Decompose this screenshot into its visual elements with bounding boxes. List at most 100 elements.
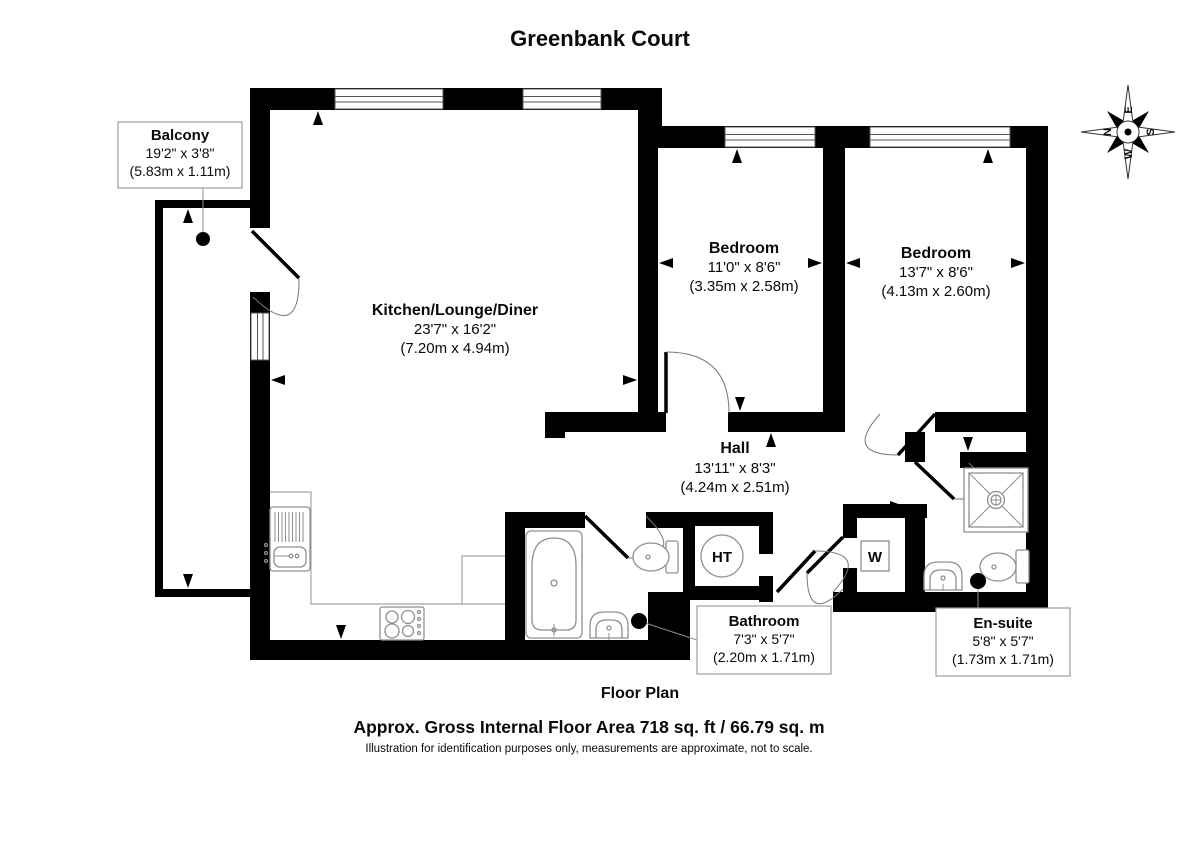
measure-arrow [271,375,285,385]
svg-text:7'3" x 5'7": 7'3" x 5'7" [733,631,794,647]
bedroom2-door [864,412,937,457]
wall-segment [683,586,773,600]
wall-segment [843,504,857,538]
svg-text:5'8" x 5'7": 5'8" x 5'7" [972,633,1033,649]
svg-text:(5.83m x 1.11m): (5.83m x 1.11m) [130,163,231,179]
room-label-bedroom2: Bedroom 13'7" x 8'6" (4.13m x 2.60m) [881,245,990,300]
svg-text:(4.13m x 2.60m): (4.13m x 2.60m) [881,283,990,300]
wall-segment [728,412,845,432]
room-label-hall: Hall 13'11" x 8'3" (4.24m x 2.51m) [680,440,789,496]
toilet [632,540,679,574]
wall-segment [960,452,1026,468]
wall-segment [683,512,773,526]
leader-dot [970,573,986,589]
balcony-door [250,229,301,316]
svg-text:13'7" x 8'6": 13'7" x 8'6" [899,264,973,281]
leader-dot [631,613,647,629]
compass-east-label: E [1123,106,1135,113]
window [250,312,270,361]
room-label-balcony: Balcony 19'2" x 3'8" (5.83m x 1.11m) [117,121,243,246]
measure-arrow [846,258,860,268]
wardrobe-label: W [868,549,883,566]
wall-segment [545,412,666,432]
svg-text:(2.20m x 1.71m): (2.20m x 1.71m) [713,649,815,665]
measure-arrow [623,375,637,385]
area-text: Approx. Gross Internal Floor Area 718 sq… [353,717,824,737]
leader-dot [196,232,210,246]
svg-text:13'11" x 8'3": 13'11" x 8'3" [694,460,775,477]
wall-segment [935,412,1026,432]
room-label-kitchen: Kitchen/Lounge/Diner 23'7" x 16'2" (7.20… [372,302,538,357]
entrance-door [775,549,849,594]
wall-segment [823,148,845,414]
svg-text:19'2" x 3'8": 19'2" x 3'8" [146,145,215,161]
kitchen-sink [263,506,311,572]
svg-text:Bedroom: Bedroom [709,240,779,257]
measure-arrow [890,501,904,511]
measure-arrow [808,258,822,268]
wall-segment [843,568,857,594]
svg-text:(1.73m x 1.71m): (1.73m x 1.71m) [952,651,1054,667]
ensuite-toilet [979,549,1030,584]
footer: Floor Plan Approx. Gross Internal Floor … [353,685,824,755]
walls [155,88,1048,660]
svg-text:Kitchen/Lounge/Diner: Kitchen/Lounge/Diner [372,302,538,319]
compass-north-label: N [1102,128,1114,136]
balcony-wall [155,200,163,597]
measure-arrow [313,111,323,125]
wall-segment [683,512,695,600]
measure-arrow [659,258,673,268]
measure-arrow [1011,258,1025,268]
measure-arrow [735,397,745,411]
kitchen-counter [270,491,505,605]
wardrobe-box: W [860,540,890,572]
wall-segment [250,640,690,660]
plan-label: Floor Plan [601,685,679,702]
room-label-ensuite: En-suite 5'8" x 5'7" (1.73m x 1.71m) [935,573,1071,677]
wall-segment [759,512,773,554]
window [869,126,1011,148]
hob [379,606,425,641]
wall-segment [833,592,1048,612]
bathtub [525,530,583,639]
svg-text:23'7" x 16'2": 23'7" x 16'2" [414,321,496,338]
doors [248,228,986,605]
windows [250,88,1011,361]
svg-text:(3.35m x 2.58m): (3.35m x 2.58m) [689,278,798,295]
wall-segment [505,512,585,528]
wall-segment [646,512,683,528]
measure-arrow [963,437,973,451]
bathroom-sink [589,611,629,640]
compass-south-label: S [1145,128,1157,135]
measure-arrow [732,149,742,163]
room-label-bedroom1: Bedroom 11'0" x 8'6" (3.35m x 2.58m) [689,240,798,295]
wall-segment [505,512,525,640]
wall-segment [1026,126,1048,612]
window [522,88,602,110]
ensuite-sink [923,561,963,591]
window [724,126,816,148]
wall-segment [545,412,565,438]
ht-closet: HT [700,534,744,578]
balcony-wall [155,589,250,597]
measure-arrow [983,149,993,163]
measure-arrow [183,209,193,223]
wardrobe-door [805,535,845,605]
room-labels: Kitchen/Lounge/Diner 23'7" x 16'2" (7.20… [117,121,1071,677]
svg-text:Bathroom: Bathroom [729,613,800,630]
svg-text:(4.24m x 2.51m): (4.24m x 2.51m) [680,479,789,496]
svg-text:11'0" x 8'6": 11'0" x 8'6" [708,259,781,276]
svg-text:Bedroom: Bedroom [901,245,971,262]
measure-arrows [183,111,1025,639]
svg-text:En-suite: En-suite [973,615,1032,632]
bedroom1-door [664,351,730,414]
svg-text:(7.20m x 4.94m): (7.20m x 4.94m) [400,340,509,357]
compass-west-label: W [1123,148,1135,159]
shower [963,467,1029,533]
ht-label: HT [712,549,732,566]
svg-text:Hall: Hall [720,440,749,457]
room-label-bathroom: Bathroom 7'3" x 5'7" (2.20m x 1.71m) [631,605,832,675]
wall-segment [905,504,925,594]
wall-segment [638,110,658,414]
